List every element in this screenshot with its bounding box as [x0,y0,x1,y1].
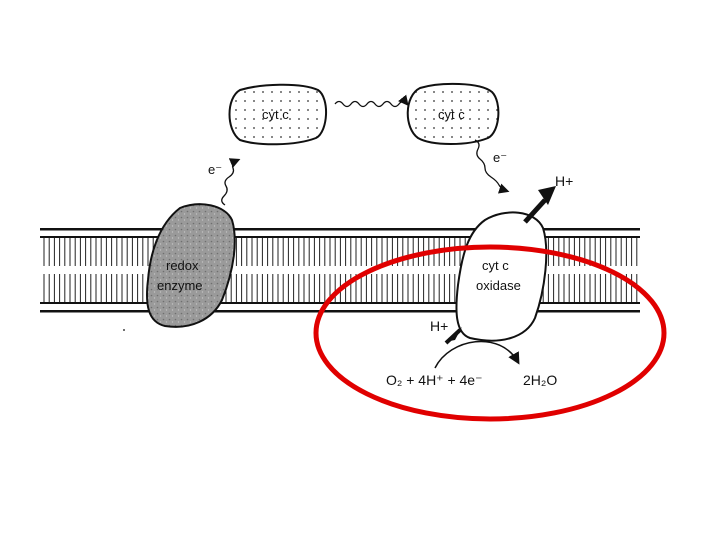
reaction-product: 2H₂O [523,372,557,388]
proton-out-arrow [523,186,556,224]
stray-speck [123,329,125,331]
lipid-tails [43,238,638,302]
cyt-c-right-label: cyt c [438,107,465,122]
cyt-c-left-label: cyt c [262,107,289,122]
electron-path-left-wave [221,158,241,206]
cyt-c-oxidase: cyt c oxidase [455,211,548,342]
cyt-c-left-shape [228,83,327,146]
membrane [40,228,640,313]
h-plus-top-label: H+ [555,173,573,189]
h-plus-bottom-label: H+ [430,318,448,334]
cyt-c-right-shape [406,82,500,145]
membrane-outer-top-line [40,228,640,231]
redox-enzyme: redox enzyme [146,203,236,328]
oxidase-label-line2: oxidase [476,278,521,293]
cyt-c-right: cyt c [406,82,500,145]
electron-left-label: e⁻ [208,162,222,177]
reaction-reactants: O₂ + 4H⁺ + 4e⁻ [386,372,482,388]
membrane-inner-bottom-line [40,302,640,304]
cyt-c-oxidase-shape [455,211,548,342]
proton-in-arrow [444,327,462,345]
redox-label-line1: redox [166,258,199,273]
membrane-inner-top-line [40,236,640,238]
reaction-curve-arrow [434,340,520,369]
membrane-outer-bottom-line [40,310,640,313]
electron-path-right-wave [474,139,510,194]
redox-enzyme-shape [146,203,236,328]
oxidase-label-line1: cyt c [482,258,509,273]
highlight-ellipse [313,244,667,422]
cyt-c-transfer-wave [334,94,409,108]
cyt-c-left: cyt c [228,83,327,146]
electron-right-label: e⁻ [493,150,507,165]
redox-label-line2: enzyme [157,278,203,293]
